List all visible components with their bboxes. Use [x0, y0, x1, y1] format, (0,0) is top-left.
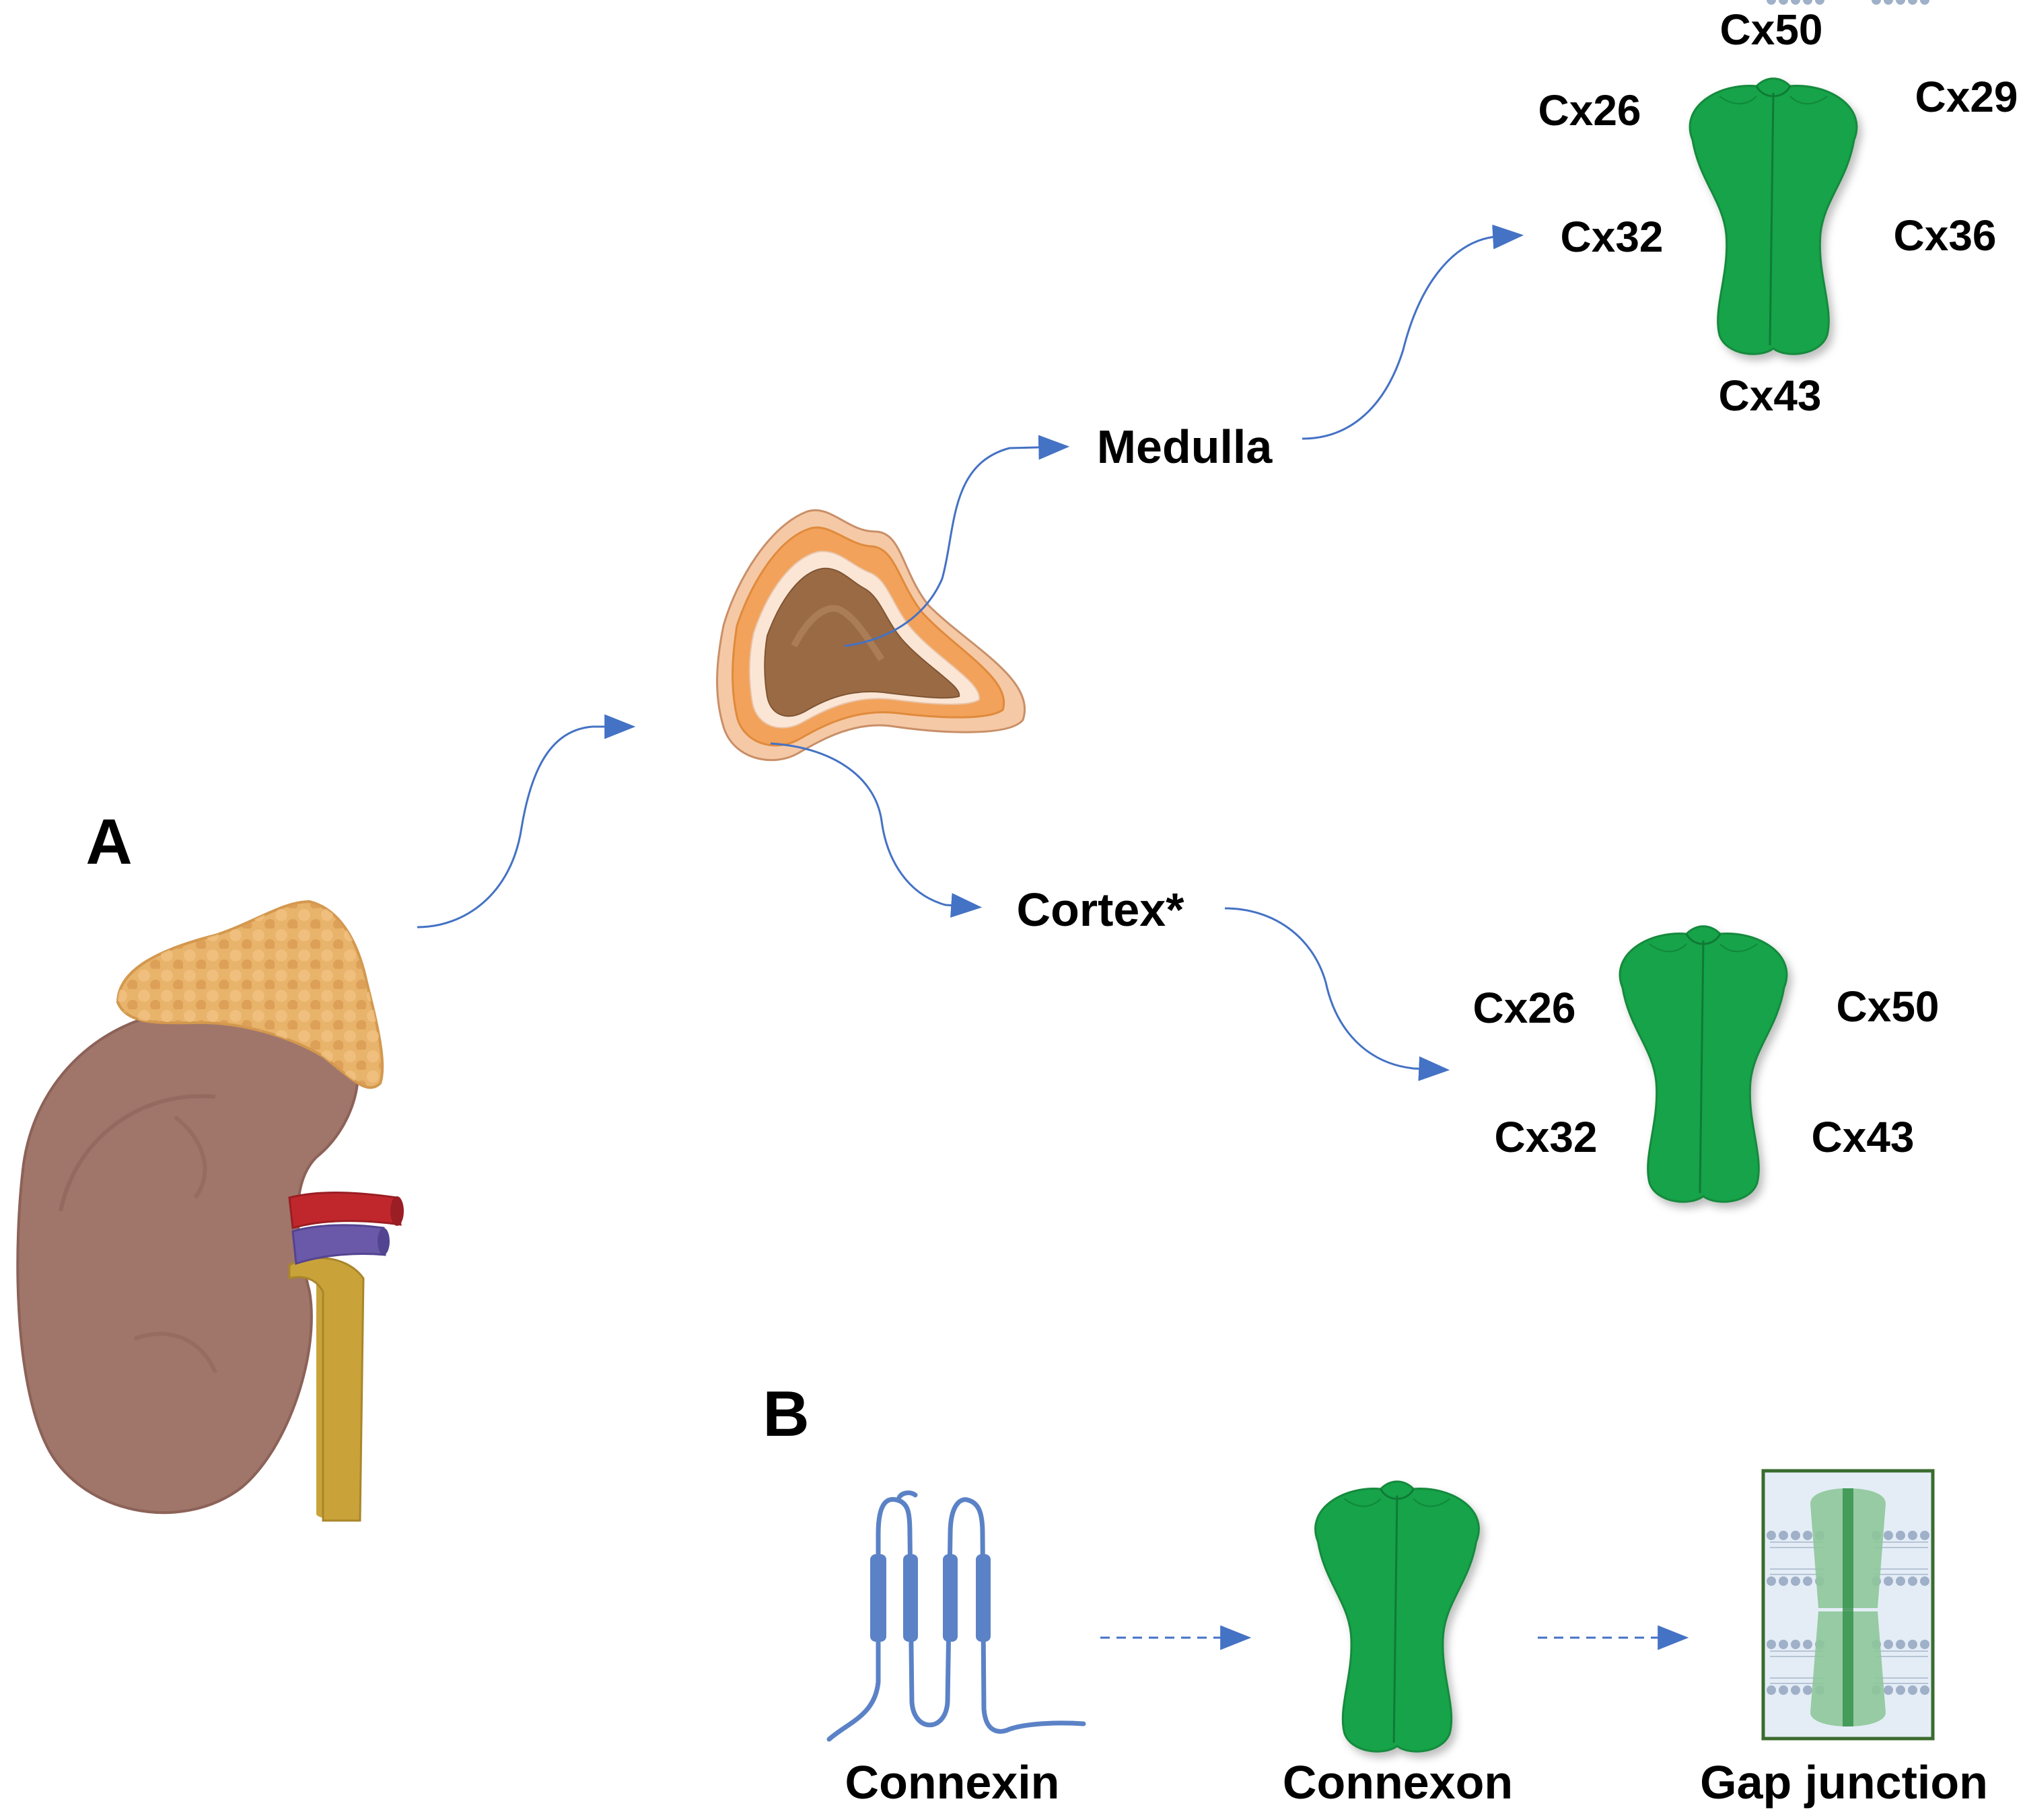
adrenal-gland-section: [716, 509, 1026, 762]
medulla-connexin-label: Cx26: [1538, 86, 1641, 135]
gap-junction: [1761, 0, 1935, 1741]
panel-label-a: A: [85, 806, 133, 878]
medulla-connexin-label: Cx43: [1718, 371, 1822, 420]
medulla-connexin-label: Cx29: [1915, 73, 2018, 121]
arrow-gland-to-cortex: [770, 742, 983, 918]
cortex-connexin-label: Cx43: [1811, 1113, 1915, 1161]
medulla-connexin-label: Cx50: [1719, 5, 1823, 54]
region-label-medulla: Medulla: [1096, 421, 1273, 473]
cortex-connexin-label: Cx26: [1472, 984, 1576, 1032]
connexin-helices: [870, 1554, 991, 1642]
kidney-illustration: [16, 900, 404, 1522]
gap-junction-caption: Gap junction: [1700, 1756, 1988, 1809]
arrow-cortex-to-connexon: [1224, 907, 1450, 1081]
connexon-caption: Connexon: [1282, 1756, 1514, 1809]
assembly-connexon: [1316, 1482, 1479, 1751]
cortex-connexin-label: Cx50: [1836, 982, 1940, 1031]
cortex-connexon: [1620, 926, 1787, 1202]
cortex-connexin-label: Cx32: [1494, 1113, 1598, 1161]
connexin-protein: [826, 1490, 1086, 1742]
connexin-caption: Connexin: [845, 1756, 1060, 1809]
region-label-cortex: Cortex*: [1016, 883, 1184, 936]
arrow-kidney-to-gland: [417, 714, 636, 929]
panel-label-b: B: [762, 1378, 810, 1450]
medulla-connexin-label: Cx32: [1560, 213, 1664, 261]
arrow-medulla-to-connexon: [1302, 224, 1524, 440]
arrow-gland-to-medulla: [844, 435, 1070, 647]
flow-arrows: [417, 224, 1524, 1081]
medulla-connexon: [1690, 79, 1857, 354]
medulla-connexin-label: Cx36: [1893, 211, 1997, 260]
